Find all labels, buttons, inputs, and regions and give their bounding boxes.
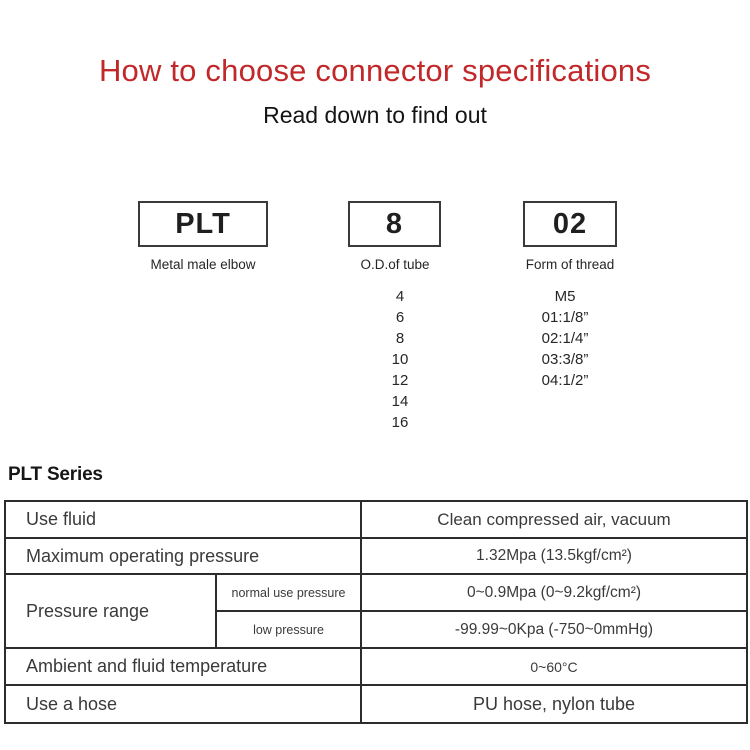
tube-size-option: 8	[395, 330, 405, 347]
tube-size-option: 10	[391, 351, 409, 368]
page-subtitle: Read down to find out	[263, 102, 487, 128]
row-value-use-fluid: Clean compressed air, vacuum	[360, 500, 748, 539]
row-value-normal-pressure: 0~0.9Mpa (0~9.2kgf/cm²)	[360, 573, 748, 612]
page-title: How to choose connector specifications	[98, 53, 652, 88]
row-value-temperature: 0~60°C	[360, 647, 748, 686]
series-heading: PLT Series	[8, 464, 103, 485]
row-label-hose: Use a hose	[4, 684, 362, 724]
tube-size-option: 12	[391, 372, 409, 389]
row-label-max-pressure: Maximum operating pressure	[4, 537, 362, 575]
table-row: Maximum operating pressure 1.32Mpa (13.5…	[4, 537, 748, 575]
row-label-pressure-range: Pressure range	[4, 573, 217, 649]
tube-size-list: 4 6 8 10 12 14 16	[320, 286, 480, 433]
sub-label-low-pressure: low pressure	[215, 610, 362, 649]
model-code: PLT	[175, 207, 231, 240]
thread-code-box: 02	[523, 201, 617, 247]
sub-label-normal-pressure: normal use pressure	[215, 573, 362, 612]
row-value-low-pressure: -99.99~0Kpa (-750~0mmHg)	[360, 610, 748, 649]
thread-form-option: 04:1/2”	[541, 372, 589, 389]
tube-od-code-box: 8	[348, 201, 441, 247]
thread-code: 02	[552, 207, 588, 240]
tube-size-option: 14	[391, 393, 409, 410]
table-row: Ambient and fluid temperature 0~60°C	[4, 647, 748, 686]
thread-form-option: 02:1/4”	[541, 330, 589, 347]
model-code-box: PLT	[138, 201, 268, 247]
model-code-label: Metal male elbow	[150, 257, 256, 272]
table-row: Use a hose PU hose, nylon tube	[4, 684, 748, 724]
tube-size-option: 4	[395, 288, 405, 305]
row-label-temperature: Ambient and fluid temperature	[4, 647, 362, 686]
table-row: Use fluid Clean compressed air, vacuum	[4, 500, 748, 539]
tube-size-option: 16	[391, 414, 409, 431]
tube-od-label: O.D.of tube	[360, 257, 430, 272]
row-value-hose: PU hose, nylon tube	[360, 684, 748, 724]
spec-table: Use fluid Clean compressed air, vacuum M…	[4, 500, 748, 724]
tube-od-code: 8	[385, 207, 404, 240]
row-label-use-fluid: Use fluid	[4, 500, 362, 539]
tube-size-option: 6	[395, 309, 405, 326]
row-value-max-pressure: 1.32Mpa (13.5kgf/cm²)	[360, 537, 748, 575]
thread-label: Form of thread	[525, 257, 615, 272]
table-row: low pressure -99.99~0Kpa (-750~0mmHg)	[5, 610, 748, 649]
thread-form-list: M5 01:1/8” 02:1/4” 03:3/8” 04:1/2”	[485, 286, 645, 391]
thread-form-option: 01:1/8”	[541, 309, 589, 326]
thread-form-option: 03:3/8”	[541, 351, 589, 368]
table-row: Pressure range normal use pressure 0~0.9…	[4, 573, 748, 649]
thread-form-option: M5	[554, 288, 576, 305]
